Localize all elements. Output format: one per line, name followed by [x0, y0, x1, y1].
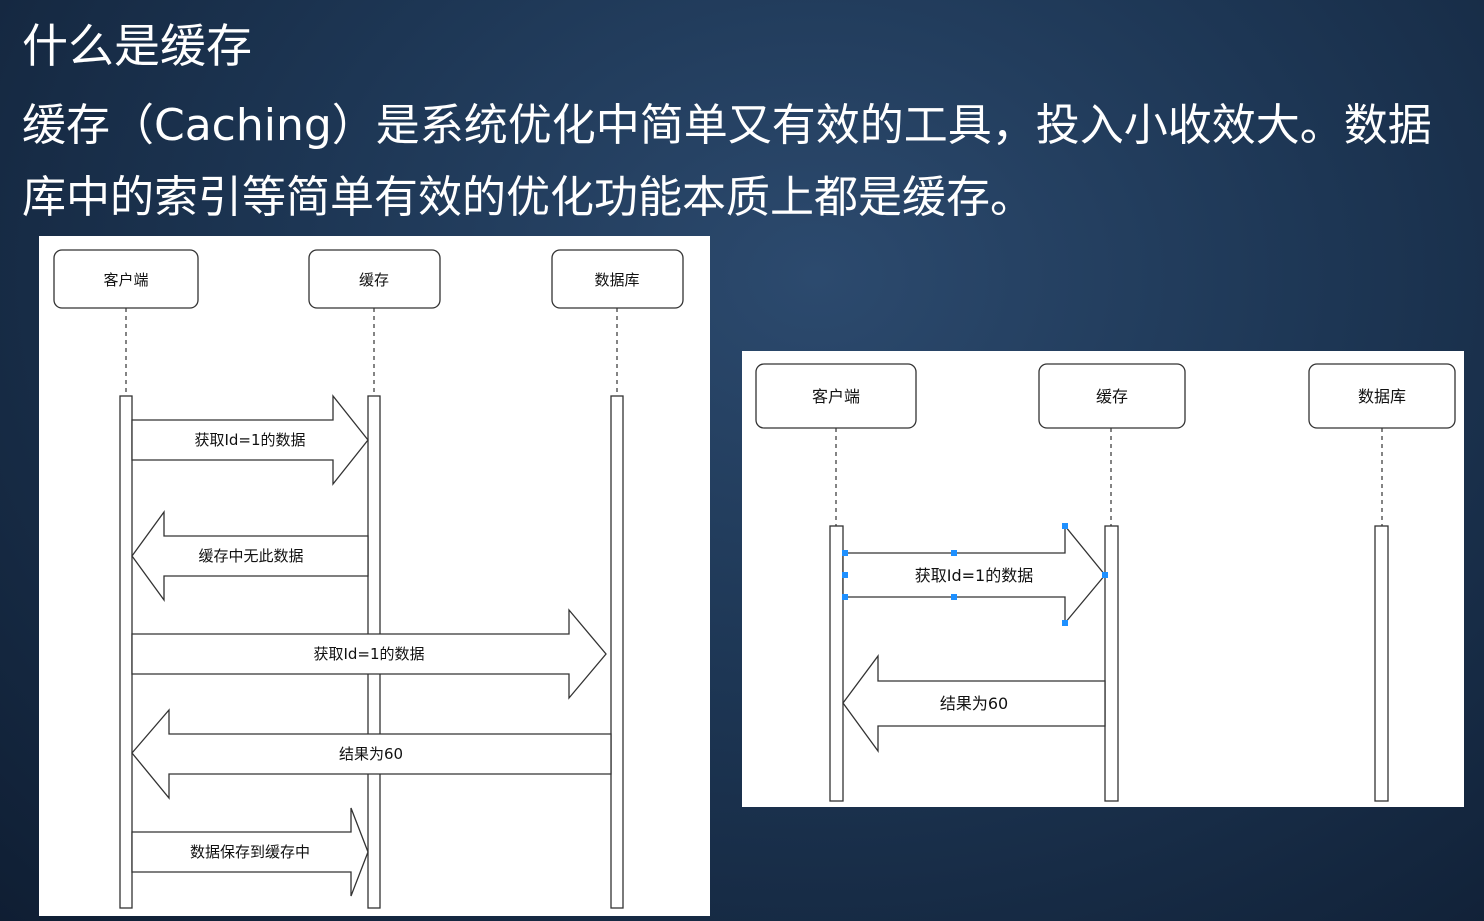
sequence-diagram-full: 客户端 缓存 数据库 获取Id=1的数据 缓存中无此数据 获取Id=1的数据 结… — [39, 236, 710, 916]
slide-title: 什么是缓存 — [22, 19, 252, 73]
participant-label-client: 客户端 — [812, 387, 860, 406]
message-arrow-1 — [131, 394, 369, 486]
participant-box-cache — [1038, 363, 1186, 429]
participant-label-database: 数据库 — [1358, 387, 1406, 406]
activation-bar-client — [119, 395, 133, 909]
participant-label-cache: 缓存 — [1096, 387, 1128, 406]
message-label: 获取Id=1的数据 — [915, 566, 1033, 585]
message-label: 结果为60 — [339, 745, 403, 763]
message-arrow-3 — [131, 608, 607, 700]
message-arrow-2 — [131, 510, 369, 602]
message-label: 获取Id=1的数据 — [313, 645, 424, 663]
participant-label-database: 数据库 — [594, 271, 639, 289]
activation-bar-client — [829, 525, 844, 802]
slide-body-text: 缓存（Caching）是系统优化中简单又有效的工具，投入小收效大。数据库中的索引… — [22, 100, 1432, 223]
activation-bar-cache — [1104, 525, 1119, 802]
message-label: 获取Id=1的数据 — [194, 431, 305, 449]
sequence-diagram-cached: 客户端 缓存 数据库 获取Id=1的数据 结果为60 — [742, 351, 1464, 807]
message-arrow-4 — [131, 708, 612, 800]
message-arrow-1 — [842, 524, 1106, 625]
activation-bar-database — [610, 395, 624, 909]
activation-bar-database — [1374, 525, 1389, 802]
message-arrow-5 — [131, 807, 369, 897]
participant-label-cache: 缓存 — [359, 271, 389, 289]
participant-label-client: 客户端 — [103, 271, 148, 289]
message-label: 结果为60 — [940, 694, 1008, 713]
message-label: 数据保存到缓存中 — [190, 843, 310, 861]
message-label: 缓存中无此数据 — [198, 547, 303, 565]
selection-handles — [842, 523, 1108, 626]
message-arrow-2 — [842, 654, 1106, 753]
